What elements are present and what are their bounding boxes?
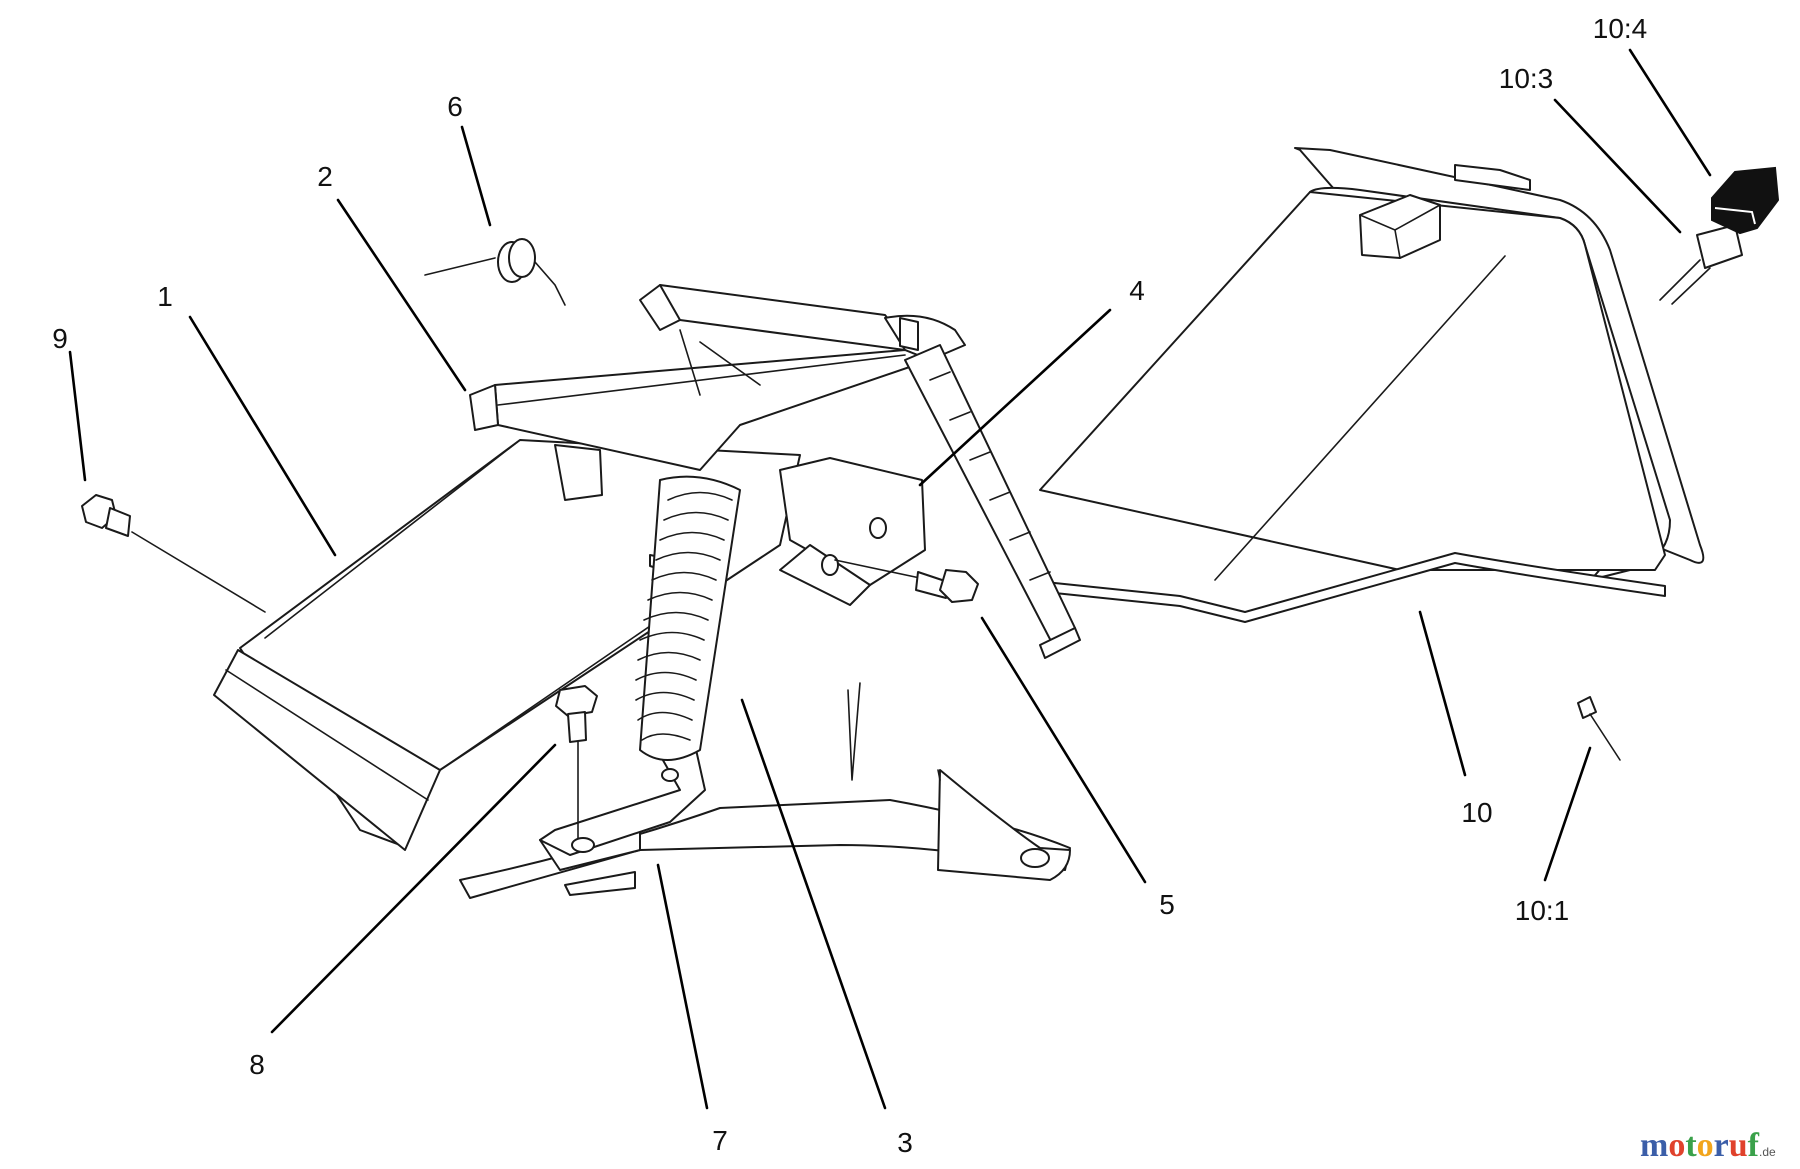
watermark-logo: motoruf.de xyxy=(1640,1127,1776,1164)
rod-clip xyxy=(1659,224,1743,305)
handle-knob xyxy=(1711,166,1780,235)
callout-10-4: 10:4 xyxy=(1593,13,1648,44)
wm-t: t xyxy=(1685,1127,1697,1164)
callout-2: 2 xyxy=(317,161,333,192)
discharge-chute xyxy=(1039,147,1705,581)
callout-10-1: 10:1 xyxy=(1515,895,1570,926)
rivet xyxy=(1577,696,1621,761)
callout-10-3: 10:3 xyxy=(1499,63,1554,94)
wm-tld: .de xyxy=(1759,1145,1776,1159)
callout-3: 3 xyxy=(897,1127,913,1158)
callout-6: 6 xyxy=(447,91,463,122)
torsion-spring xyxy=(424,238,566,306)
callout-4: 4 xyxy=(1129,275,1145,306)
vertical-bolt xyxy=(555,685,598,839)
callout-10: 10 xyxy=(1461,797,1492,828)
callout-5: 5 xyxy=(1159,889,1175,920)
wm-f: f xyxy=(1748,1127,1760,1164)
wm-o1: o xyxy=(1668,1127,1685,1164)
leader-lines xyxy=(68,48,1712,1110)
callout-8: 8 xyxy=(249,1049,265,1080)
callout-7: 7 xyxy=(712,1125,728,1156)
wm-u: u xyxy=(1729,1127,1748,1164)
callout-9: 9 xyxy=(52,323,68,354)
callout-labels: 1 2 3 4 5 6 7 8 9 10 10:1 10:3 10:4 xyxy=(52,13,1647,1158)
pivot-bolt xyxy=(834,559,979,603)
chute-rod xyxy=(1044,552,1666,623)
wm-o2: o xyxy=(1697,1127,1714,1164)
side-bolt xyxy=(81,494,266,613)
hinge-bar xyxy=(469,284,966,501)
base-bracket xyxy=(459,682,1071,899)
wm-m: m xyxy=(1640,1127,1668,1164)
pivot-plate xyxy=(779,457,926,606)
wm-r: r xyxy=(1714,1127,1729,1164)
callout-1: 1 xyxy=(157,281,173,312)
svg-text:motoruf.de: motoruf.de xyxy=(1640,1127,1776,1164)
extension-spring xyxy=(635,475,741,761)
ladder-support xyxy=(904,344,1081,659)
